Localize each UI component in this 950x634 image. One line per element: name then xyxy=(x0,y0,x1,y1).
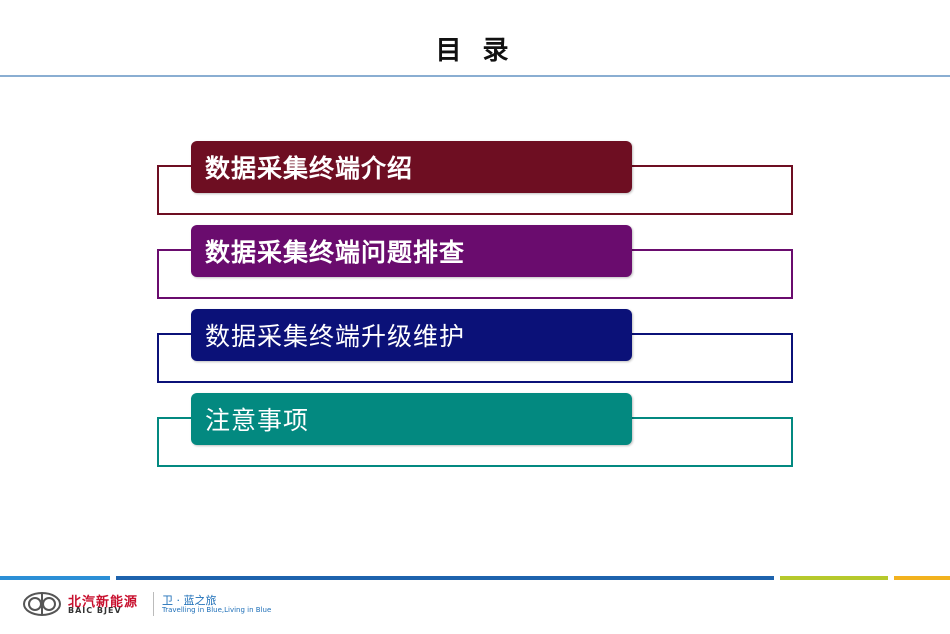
page-title: 目 录 xyxy=(435,36,515,66)
title-divider xyxy=(0,75,950,77)
footer-bar-2 xyxy=(116,576,774,580)
slogan-cn: 卫 · 蓝之旅 xyxy=(162,594,217,607)
brand-name-en: BAIC BJEV xyxy=(68,606,122,615)
footer-bar-1 xyxy=(0,576,110,580)
toc-item-3[interactable]: 数据采集终端升级维护 xyxy=(157,309,793,383)
toc-item-1-label[interactable]: 数据采集终端介绍 xyxy=(191,141,632,193)
brand-name-cn: 北汽新能源 xyxy=(68,595,139,610)
slogan-en: Travelling in Blue,Living in Blue xyxy=(162,606,272,614)
toc-item-3-label[interactable]: 数据采集终端升级维护 xyxy=(191,309,632,361)
toc-item-1[interactable]: 数据采集终端介绍 xyxy=(157,141,793,215)
toc-item-2-label[interactable]: 数据采集终端问题排查 xyxy=(191,225,632,277)
toc-item-2[interactable]: 数据采集终端问题排查 xyxy=(157,225,793,299)
logo-divider xyxy=(153,592,154,616)
footer-bar-4 xyxy=(894,576,950,580)
footer-bar-3 xyxy=(780,576,888,580)
toc-item-4[interactable]: 注意事项 xyxy=(157,393,793,467)
baic-logo-icon xyxy=(23,592,61,616)
toc-item-4-label[interactable]: 注意事项 xyxy=(191,393,632,445)
footer-logo: 北汽新能源 BAIC BJEV 卫 · 蓝之旅 Travelling in Bl… xyxy=(22,590,272,618)
